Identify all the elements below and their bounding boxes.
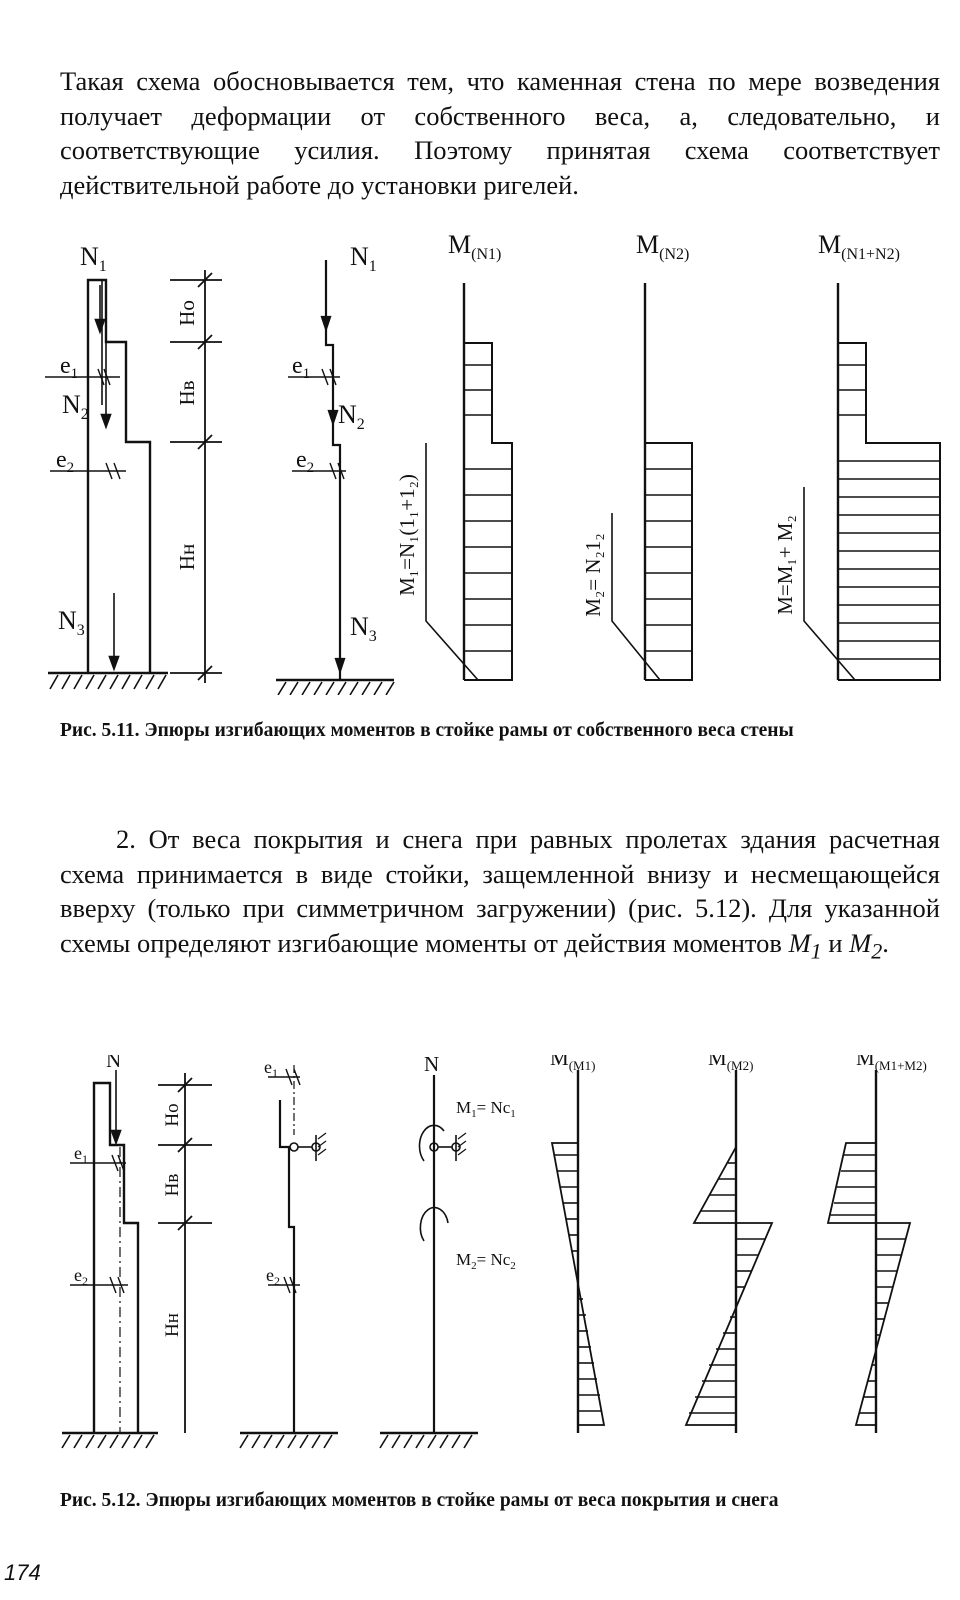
symbol-M2: M xyxy=(849,927,872,958)
moment-diagram-N1-N2 xyxy=(803,283,941,681)
label-N2-axial: N xyxy=(338,400,357,429)
svg-text:M(N2): M(N2) xyxy=(636,230,689,263)
moment-diagram-M1 xyxy=(550,1070,606,1433)
label-e1-section: e xyxy=(74,1143,82,1163)
moment-diagram-M1-M2 xyxy=(826,1070,912,1433)
label-N3-axial: N xyxy=(350,612,369,641)
eccentric-scheme-12 xyxy=(268,1065,327,1433)
formula-M2: M₂= N₂1₂ xyxy=(581,533,605,616)
svg-text:e1: e1 xyxy=(292,353,310,382)
label-e1-scheme: e xyxy=(264,1057,272,1077)
svg-text:M(N1+N2): M(N1+N2) xyxy=(818,230,900,263)
moment-scheme-12 xyxy=(418,1075,467,1433)
diag2-title: M xyxy=(636,230,659,259)
label-Hn-12: Нн xyxy=(162,1313,183,1337)
ground-hatch-1 xyxy=(48,671,168,690)
label-Hn: Нн xyxy=(175,544,199,570)
height-dimension-1 xyxy=(170,270,222,683)
figure-5-12: N e1 e2 Но Нв Нн e1 e2 xyxy=(61,1055,927,1449)
moment-diagram-N1 xyxy=(425,283,513,681)
svg-text:M(M2): M(M2) xyxy=(708,1055,753,1073)
svg-text:N1: N1 xyxy=(80,242,107,275)
ground-hatch-12a xyxy=(61,1431,158,1449)
svg-text:e1: e1 xyxy=(60,353,78,382)
svg-text:e2: e2 xyxy=(266,1265,280,1288)
moment-diagram-N2 xyxy=(611,283,693,681)
label-Hv-12: Нв xyxy=(162,1174,183,1197)
label-N3: N xyxy=(58,606,77,635)
ground-hatch-12b xyxy=(239,1431,338,1449)
svg-text:e2: e2 xyxy=(74,1265,88,1288)
label-e1: e xyxy=(60,353,71,379)
label-N-scheme: N xyxy=(424,1055,439,1076)
label-M1-eq: M xyxy=(456,1098,471,1117)
diag1-title: M xyxy=(448,230,471,259)
paragraph-1: Такая схема обосновывается тем, что каме… xyxy=(60,66,940,200)
svg-text:M1= Nc1: M1= Nc1 xyxy=(456,1098,516,1120)
label-Ho-12: Но xyxy=(162,1103,183,1126)
label-N2: N xyxy=(62,390,81,419)
height-dimension-12 xyxy=(158,1073,212,1433)
svg-text:N3: N3 xyxy=(58,606,85,639)
formula-M: M=M₁+ M₂ xyxy=(773,515,797,615)
paragraph-2: 2. От веса покрытия и снега при равных п… xyxy=(60,824,940,963)
svg-text:N2: N2 xyxy=(62,390,89,423)
figure-5-12-caption: Рис. 5.12. Эпюры изгибающих моментов в с… xyxy=(60,1490,779,1511)
svg-text:N3: N3 xyxy=(350,612,377,645)
page-number: 174 xyxy=(4,1560,41,1585)
label-e2: e xyxy=(56,447,67,473)
label-M2-eq: M xyxy=(456,1250,471,1269)
diag-M1-title: M xyxy=(550,1055,569,1070)
figure-5-11-caption: Рис. 5.11. Эпюры изгибающих моментов в с… xyxy=(60,720,794,741)
label-e1-axial: e xyxy=(292,353,303,379)
label-N-section: N xyxy=(106,1055,121,1072)
svg-text:N2: N2 xyxy=(338,400,365,433)
moment-diagram-M2 xyxy=(684,1070,774,1433)
diag3-title: M xyxy=(818,230,841,259)
svg-text:e1: e1 xyxy=(264,1057,278,1080)
label-N1: N xyxy=(80,242,99,271)
axial-scheme-1 xyxy=(288,260,346,680)
diag-M2-title: M xyxy=(708,1055,727,1070)
diag-M1-M2-title: M xyxy=(856,1055,875,1070)
label-Hv: Нв xyxy=(175,380,199,405)
wall-section-1 xyxy=(45,278,152,673)
svg-text:N1: N1 xyxy=(350,242,377,275)
label-e2-scheme: e xyxy=(266,1265,274,1285)
label-Ho: Но xyxy=(175,300,199,326)
svg-text:M(M1): M(M1) xyxy=(550,1055,595,1073)
formula-M1: M₁=N₁(1₁+1₂) xyxy=(395,474,419,596)
svg-text:M2= Nc2: M2= Nc2 xyxy=(456,1250,516,1272)
figure-5-11: N1 N2 N3 e1 e2 Но Нв Нн N1 N2 N3 e1 e2 M… xyxy=(45,230,941,695)
svg-text:M(N1): M(N1) xyxy=(448,230,501,263)
wall-section-12 xyxy=(70,1070,140,1433)
ground-hatch-2 xyxy=(276,678,395,695)
label-e2-section: e xyxy=(74,1265,82,1285)
label-e2-axial: e xyxy=(296,447,307,473)
svg-text:e2: e2 xyxy=(56,447,74,476)
svg-text:M(M1+M2): M(M1+M2) xyxy=(856,1055,927,1073)
svg-text:e1: e1 xyxy=(74,1143,88,1166)
ground-hatch-12c xyxy=(379,1431,478,1449)
svg-text:e2: e2 xyxy=(296,447,314,476)
label-N1-axial: N xyxy=(350,242,369,271)
symbol-M1: M xyxy=(788,927,811,958)
